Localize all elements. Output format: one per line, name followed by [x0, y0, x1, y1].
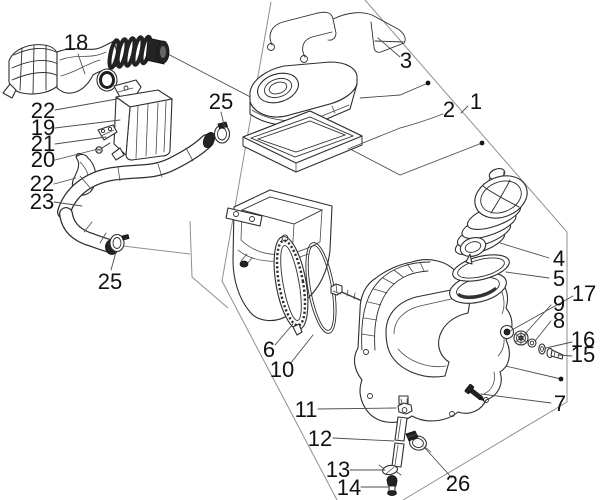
part-label-23: 23: [30, 189, 54, 214]
part-label-6: 6: [263, 337, 275, 362]
part-26-clamp: [405, 430, 432, 453]
part-14-plug: [386, 475, 398, 496]
part-19-resonator-box: [111, 79, 173, 161]
part-25-clamp-lower: [109, 233, 130, 253]
part-label-14: 14: [337, 475, 361, 500]
part-13-clamp: [378, 464, 402, 476]
part-label-18: 18: [64, 30, 88, 55]
part-label-3: 3: [400, 48, 412, 73]
part-23-hose: [57, 132, 216, 255]
part-2-filter-element: [242, 110, 363, 173]
part-label-19: 19: [31, 115, 55, 140]
part-label-25b: 25: [98, 269, 122, 294]
part-12-drain-tube: [391, 416, 408, 468]
part-label-8: 8: [553, 308, 565, 333]
part-15-screw: [546, 347, 564, 360]
part-label-13: 13: [326, 457, 350, 482]
part-11-drain-fitting: [397, 398, 413, 415]
part-8-spacer: [527, 338, 537, 348]
part-label-26: 26: [446, 471, 470, 496]
leader-lines: [53, 37, 574, 488]
part-4-intake-bellows: [454, 168, 528, 265]
part-label-4: 4: [553, 246, 565, 271]
part-label-25a: 25: [209, 89, 233, 114]
part-label-2: 2: [443, 97, 455, 122]
part-label-22a: 22: [31, 98, 55, 123]
corrugation-ribs: [107, 34, 153, 70]
part-label-15: 15: [571, 342, 595, 367]
part-label-5: 5: [553, 266, 565, 291]
part-21-clip: [97, 124, 118, 141]
part-25-clamp-upper: [213, 121, 231, 144]
mounting-stud: [330, 283, 374, 307]
part-label-12: 12: [308, 426, 332, 451]
part-18-intake-duct: [2, 34, 170, 99]
part-20-screw: [95, 142, 111, 154]
part-label-11: 11: [295, 397, 318, 422]
part-7-screw: [464, 383, 485, 401]
aircleaner-cover: [353, 259, 513, 423]
part-label-21: 21: [31, 131, 55, 156]
part-17-bushing: [499, 324, 515, 340]
part-label-22b: 22: [30, 171, 54, 196]
part-3-wire-retainer: [267, 11, 406, 63]
part-16-washer: [538, 343, 546, 355]
part-label-16: 16: [571, 327, 595, 352]
part-label-7: 7: [554, 391, 566, 416]
part-6-adapter-flange: [273, 234, 309, 336]
part-label-1: 1: [470, 89, 482, 114]
part-label-17: 17: [572, 281, 596, 306]
part-label-20: 20: [31, 147, 55, 172]
part-label-10: 10: [270, 357, 294, 382]
part-label-9: 9: [553, 291, 565, 316]
